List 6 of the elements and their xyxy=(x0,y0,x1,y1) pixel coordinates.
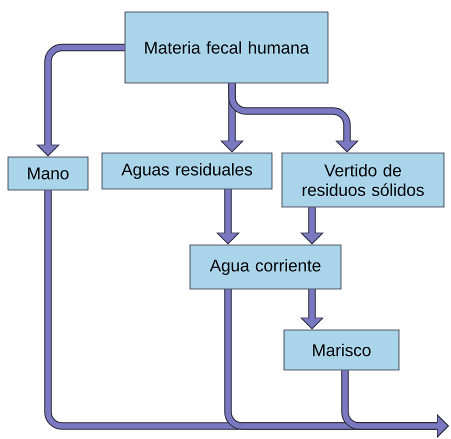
process-box: Aguas residuales xyxy=(102,152,272,190)
process-box: Marisco xyxy=(284,330,400,370)
process-box: Mano xyxy=(8,156,88,190)
process-box: Agua corriente xyxy=(190,244,342,290)
process-box: Vertido de residuos sólidos xyxy=(282,152,444,208)
process-box: Materia fecal humana xyxy=(124,12,328,84)
